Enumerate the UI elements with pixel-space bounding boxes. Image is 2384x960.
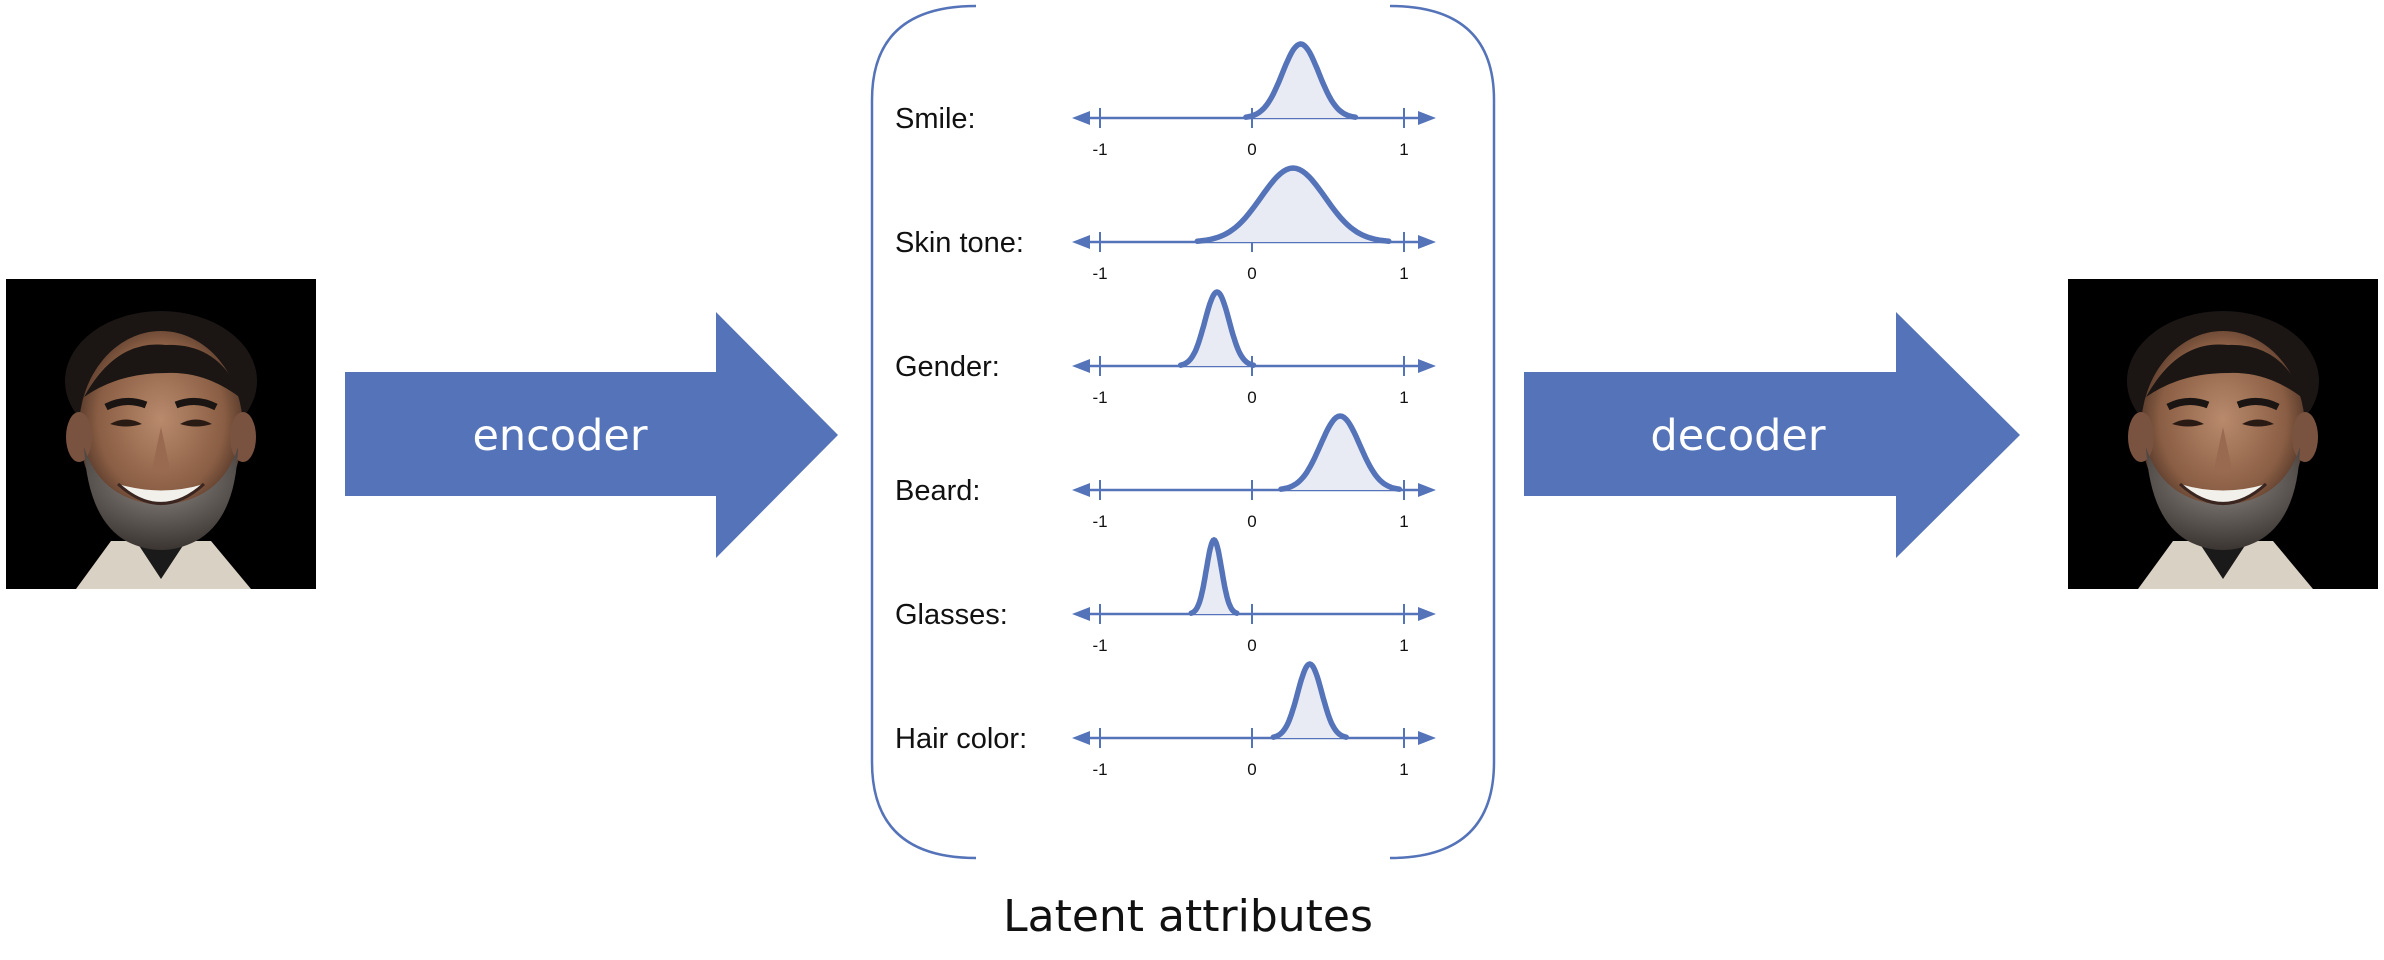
attribute-row-smile: Smile: -1 0 1 [895,41,1436,159]
tick-label: 0 [1247,140,1256,159]
attribute-label-beard: Beard: [895,475,980,507]
attribute-row-hair-color: Hair color: -1 0 1 [895,661,1436,779]
attribute-label-skin-tone: Skin tone: [895,227,1024,259]
tick-label: 0 [1247,760,1256,779]
axis-arrow-left-icon [1072,731,1090,745]
axis-arrow-left-icon [1072,359,1090,373]
distribution-curve-beard [1278,413,1403,492]
axis-arrow-right-icon [1418,359,1436,373]
axis-arrow-left-icon [1072,483,1090,497]
tick-label: 0 [1247,264,1256,283]
tick-label: -1 [1092,636,1107,655]
attribute-row-beard: Beard: -1 0 1 [895,413,1436,531]
tick-label: 1 [1399,512,1408,531]
tick-label: 1 [1399,760,1408,779]
tick-label: 1 [1399,264,1408,283]
tick-label: 0 [1247,512,1256,531]
latent-attributes-caption: Latent attributes [1003,891,1373,942]
encoder-label: encoder [472,411,647,461]
distribution-fill-beard [1280,416,1400,490]
tick-label: 1 [1399,388,1408,407]
decoder-label: decoder [1650,411,1825,461]
tick-label: 0 [1247,388,1256,407]
distribution-curve-smile [1243,41,1359,120]
tick-label: -1 [1092,760,1107,779]
attribute-row-glasses: Glasses: -1 0 1 [895,536,1436,655]
attribute-row-skin-tone: Skin tone: -1 0 1 [895,165,1436,283]
right-bracket [1389,4,1496,860]
axis-arrow-right-icon [1418,607,1436,621]
distribution-curve-skin-tone [1194,165,1392,244]
axis-arrow-right-icon [1418,235,1436,249]
attribute-label-hair-color: Hair color: [895,723,1027,755]
axis-arrow-right-icon [1418,483,1436,497]
distribution-curve-gender [1177,289,1257,368]
tick-label: -1 [1092,512,1107,531]
distribution-curve-hair-color [1270,661,1349,740]
tick-label: -1 [1092,140,1107,159]
axis-arrow-left-icon [1072,607,1090,621]
encoder-arrow: encoder [345,312,838,558]
tick-label: 0 [1247,636,1256,655]
output-face-photo [2068,279,2378,589]
distribution-curve-glasses [1188,536,1240,616]
attribute-label-gender: Gender: [895,351,1000,383]
input-face-photo [6,279,316,589]
attribute-row-gender: Gender: -1 0 1 [895,289,1436,407]
left-bracket [870,4,977,860]
face-photo-icon [6,279,316,589]
axis-arrow-right-icon [1418,111,1436,125]
distribution-fill-skin-tone [1197,168,1389,242]
tick-label: -1 [1092,264,1107,283]
attribute-label-glasses: Glasses: [895,599,1008,631]
attribute-label-smile: Smile: [895,103,976,135]
decoder-arrow: decoder [1524,312,2020,558]
face-photo-icon [2068,279,2378,589]
tick-label: 1 [1399,140,1408,159]
axis-arrow-left-icon [1072,235,1090,249]
tick-label: 1 [1399,636,1408,655]
axis-arrow-left-icon [1072,111,1090,125]
axis-arrow-right-icon [1418,731,1436,745]
tick-label: -1 [1092,388,1107,407]
